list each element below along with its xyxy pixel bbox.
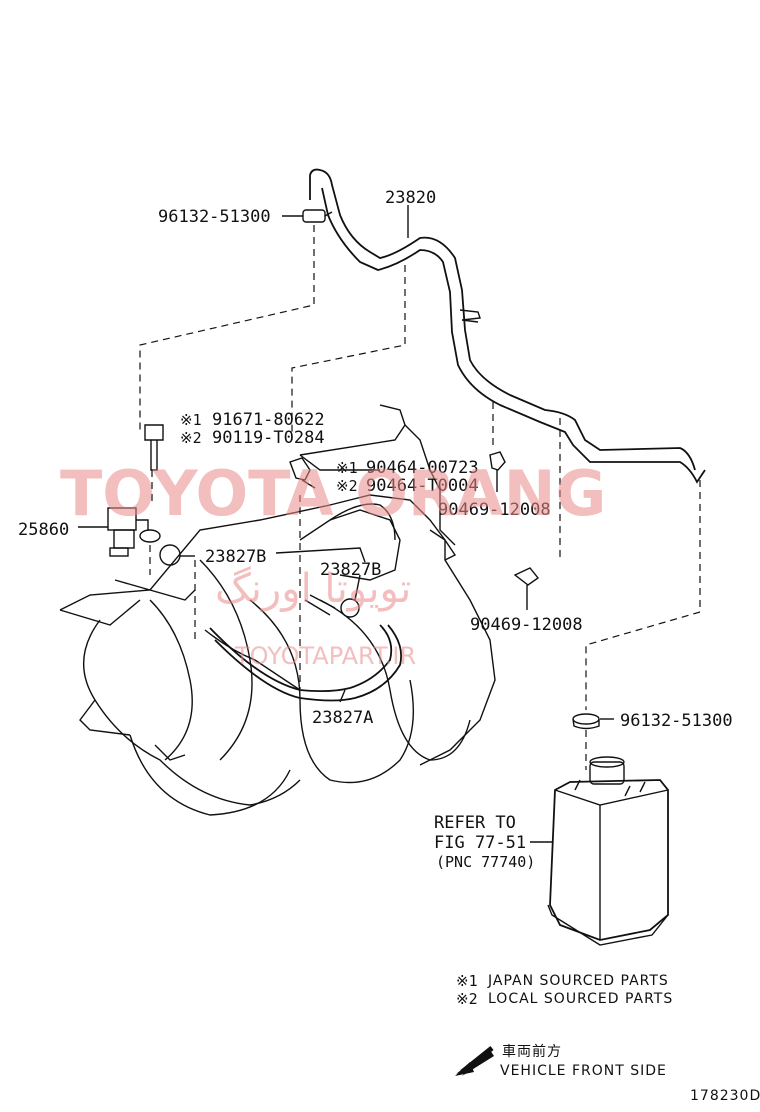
watermark-persian: تویوتا اورنگ bbox=[215, 566, 411, 612]
clamp-bottom-icon bbox=[572, 713, 600, 730]
label-clamp-top: 96132-51300 bbox=[158, 207, 271, 227]
watermark-main: TOYOTA ORANG bbox=[60, 457, 606, 530]
bolt-icon bbox=[144, 424, 164, 471]
vsv-25860-icon bbox=[107, 507, 360, 618]
direction-en: VEHICLE FRONT SIDE bbox=[500, 1063, 667, 1079]
refer-line3: (PNC 77740) bbox=[436, 853, 535, 871]
watermark-site: TOYOTAPART.IR bbox=[234, 642, 416, 670]
legend-n2-text: LOCAL SOURCED PARTS bbox=[488, 991, 673, 1007]
label-clip-n2: 90464-T0004 bbox=[366, 476, 479, 496]
marker-n1-clip: ※1 bbox=[336, 459, 358, 477]
label-clip-b: 90469-12008 bbox=[470, 615, 583, 635]
label-hose-b1: 23827B bbox=[205, 547, 266, 567]
marker-n2-clip: ※2 bbox=[336, 477, 358, 495]
label-clamp-bottom: 96132-51300 bbox=[620, 711, 733, 731]
label-hose-a: 23827A bbox=[312, 708, 373, 728]
legend-marker-n2: ※2 bbox=[456, 990, 478, 1008]
label-vsv-25860: 25860 bbox=[18, 520, 69, 540]
hose-23820 bbox=[309, 168, 706, 484]
label-bolt-n2: 90119-T0284 bbox=[212, 428, 325, 448]
leader-lines bbox=[139, 225, 701, 770]
refer-line1: REFER TO bbox=[434, 813, 516, 833]
marker-n2-bolt: ※2 bbox=[180, 429, 202, 447]
refer-line2: FIG 77-51 bbox=[434, 833, 526, 853]
legend-n1-text: JAPAN SOURCED PARTS bbox=[487, 973, 669, 989]
direction-jp: 車両前方 bbox=[502, 1043, 562, 1060]
front-arrow-icon bbox=[455, 1046, 494, 1076]
legend-marker-n1: ※1 bbox=[456, 972, 478, 990]
label-leaders bbox=[78, 205, 614, 843]
label-bolt-n1: 91671-80622 bbox=[212, 410, 325, 430]
label-clip-a: 90469-12008 bbox=[438, 500, 551, 520]
charcoal-canister-icon bbox=[547, 756, 669, 946]
label-clip-n1: 90464-00723 bbox=[366, 458, 479, 478]
engine-outline bbox=[59, 404, 496, 816]
label-hose-b2: 23827B bbox=[320, 560, 381, 580]
label-hose-23820: 23820 bbox=[385, 188, 436, 208]
marker-n1-bolt: ※1 bbox=[180, 411, 202, 429]
figure-code: 178230D bbox=[690, 1088, 760, 1104]
clip-icon bbox=[289, 451, 540, 586]
